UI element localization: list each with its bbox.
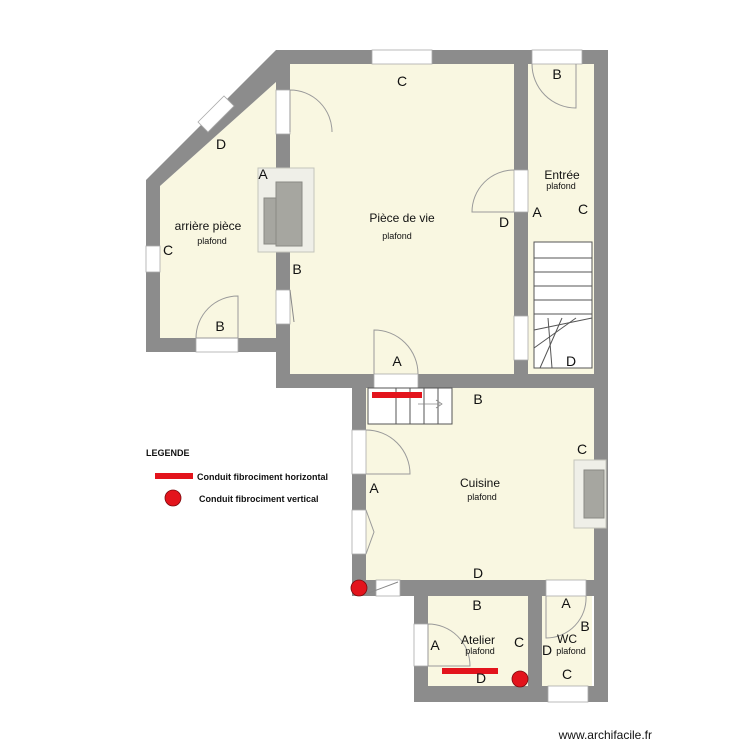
staircase-entree	[533, 241, 593, 369]
room-arriere-piece-floor	[160, 82, 276, 338]
duct-horizontal	[442, 668, 498, 674]
room-name-atelier: Atelier	[461, 633, 495, 647]
legend-horizontal-label: Conduit fibrociment horizontal	[197, 472, 328, 482]
wall-label: C	[514, 634, 524, 650]
chimney-inner	[263, 197, 277, 245]
chimney-inner	[275, 181, 303, 247]
room-piece-de-vie-floor	[290, 64, 514, 374]
credit-watermark: www.archifacile.fr	[558, 728, 652, 742]
room-name-piece-de-vie: Pièce de vie	[369, 211, 435, 225]
wall-label: A	[392, 353, 402, 369]
wall-label: A	[430, 637, 440, 653]
wall-cuisine-right	[594, 374, 608, 702]
room-sub-atelier: plafond	[465, 646, 495, 656]
wall-label: C	[577, 441, 587, 457]
door-swing	[471, 169, 515, 213]
window	[513, 169, 529, 213]
wall-label: B	[215, 318, 224, 334]
stair-outline	[533, 241, 593, 369]
wall-label: C	[562, 666, 572, 682]
window	[531, 49, 583, 65]
chimney-cuisine	[573, 459, 607, 529]
wall-label: B	[472, 597, 481, 613]
wall-label: B	[292, 261, 301, 277]
window	[513, 315, 529, 361]
door-leaf	[289, 289, 295, 323]
wall-vie-entree	[514, 64, 528, 374]
wall-label: A	[561, 595, 571, 611]
wall-label: C	[397, 73, 407, 89]
wall-letters: C B D A C B B D A C D A B C A D B A B A …	[163, 66, 590, 686]
door-swing	[289, 89, 333, 133]
room-name-entree: Entrée	[544, 168, 580, 182]
room-name-arriere-piece: arrière pièce	[175, 219, 242, 233]
room-sub-wc: plafond	[556, 646, 586, 656]
legend-duct-horizontal-swatch	[155, 473, 193, 479]
wall-label: A	[369, 480, 379, 496]
window	[145, 245, 161, 273]
wall-cuisine-left	[352, 374, 366, 594]
window	[547, 685, 589, 703]
door-swing	[365, 509, 375, 555]
window	[197, 95, 235, 133]
room-name-wc: WC	[557, 632, 577, 646]
wall-label: A	[532, 204, 542, 220]
window	[545, 579, 587, 597]
door-swing	[365, 429, 411, 475]
legend-title: LEGENDE	[146, 448, 190, 458]
doors	[195, 63, 587, 667]
door-swing	[195, 295, 239, 339]
wall-label: D	[566, 353, 576, 369]
chimney-inner	[583, 469, 605, 519]
room-sub-arriere-piece: plafond	[197, 236, 227, 246]
ducts	[350, 392, 529, 688]
door-swing	[427, 623, 471, 667]
door-leaf	[365, 581, 399, 595]
legend: LEGENDE Conduit fibrociment horizontal C…	[146, 448, 328, 507]
window	[275, 289, 291, 325]
window	[371, 49, 433, 65]
legend-duct-vertical-swatch	[164, 489, 182, 507]
duct-vertical	[511, 670, 529, 688]
chimney-arriere	[257, 167, 315, 253]
room-sub-cuisine: plafond	[467, 492, 497, 502]
wall-label: D	[499, 214, 509, 230]
room-name-cuisine: Cuisine	[460, 476, 500, 490]
room-sub-entree: plafond	[546, 181, 576, 191]
legend-vertical-label: Conduit fibrociment vertical	[199, 494, 319, 504]
door-swing	[545, 595, 587, 639]
window	[351, 429, 367, 475]
wall-top	[276, 50, 608, 64]
room-sub-piece-de-vie: plafond	[382, 231, 412, 241]
window	[373, 373, 419, 389]
wall-label: A	[258, 166, 268, 182]
wall-label: B	[473, 391, 482, 407]
door-swing	[531, 63, 577, 109]
wall-label: C	[163, 242, 173, 258]
wall-atelier-wc	[528, 580, 542, 702]
wall-label: B	[580, 618, 589, 634]
wall-label: B	[552, 66, 561, 82]
duct-horizontal	[372, 392, 422, 398]
wall-label: D	[473, 565, 483, 581]
window	[413, 623, 429, 667]
window	[275, 89, 291, 135]
wall-label: D	[542, 642, 552, 658]
wall-label: C	[578, 201, 588, 217]
wall-label: D	[476, 670, 486, 686]
wall-entree-right	[594, 50, 608, 388]
duct-vertical	[350, 579, 368, 597]
door-swing	[373, 329, 419, 375]
window	[351, 509, 367, 555]
wall-vie-bottom	[276, 374, 608, 388]
wall-label: D	[216, 136, 226, 152]
window	[195, 337, 239, 353]
